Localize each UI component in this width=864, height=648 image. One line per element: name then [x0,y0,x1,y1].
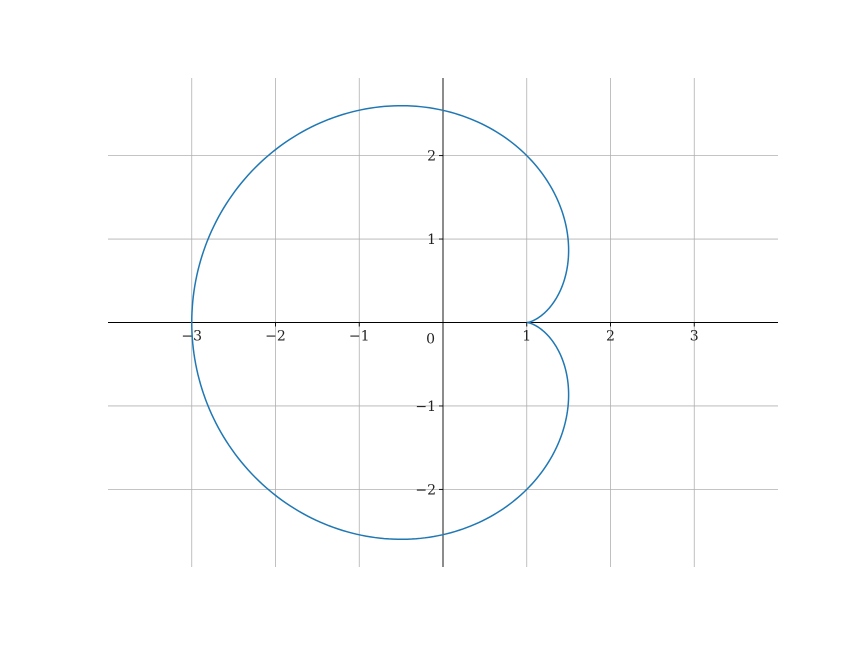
x-tick-label: −2 [265,329,286,345]
origin-label: 0 [426,332,435,348]
x-tick-label: 2 [606,329,615,345]
x-tick-label: 1 [522,329,531,345]
series-layer [190,104,570,541]
axes [108,78,778,567]
x-tick-label: 3 [690,329,699,345]
y-tick-label: −2 [415,482,436,498]
series-line [190,104,570,541]
y-tick-label: 2 [427,149,436,165]
y-tick-label: 1 [427,232,436,248]
x-tick-label: −1 [349,329,370,345]
y-tick-label: −1 [415,399,436,415]
